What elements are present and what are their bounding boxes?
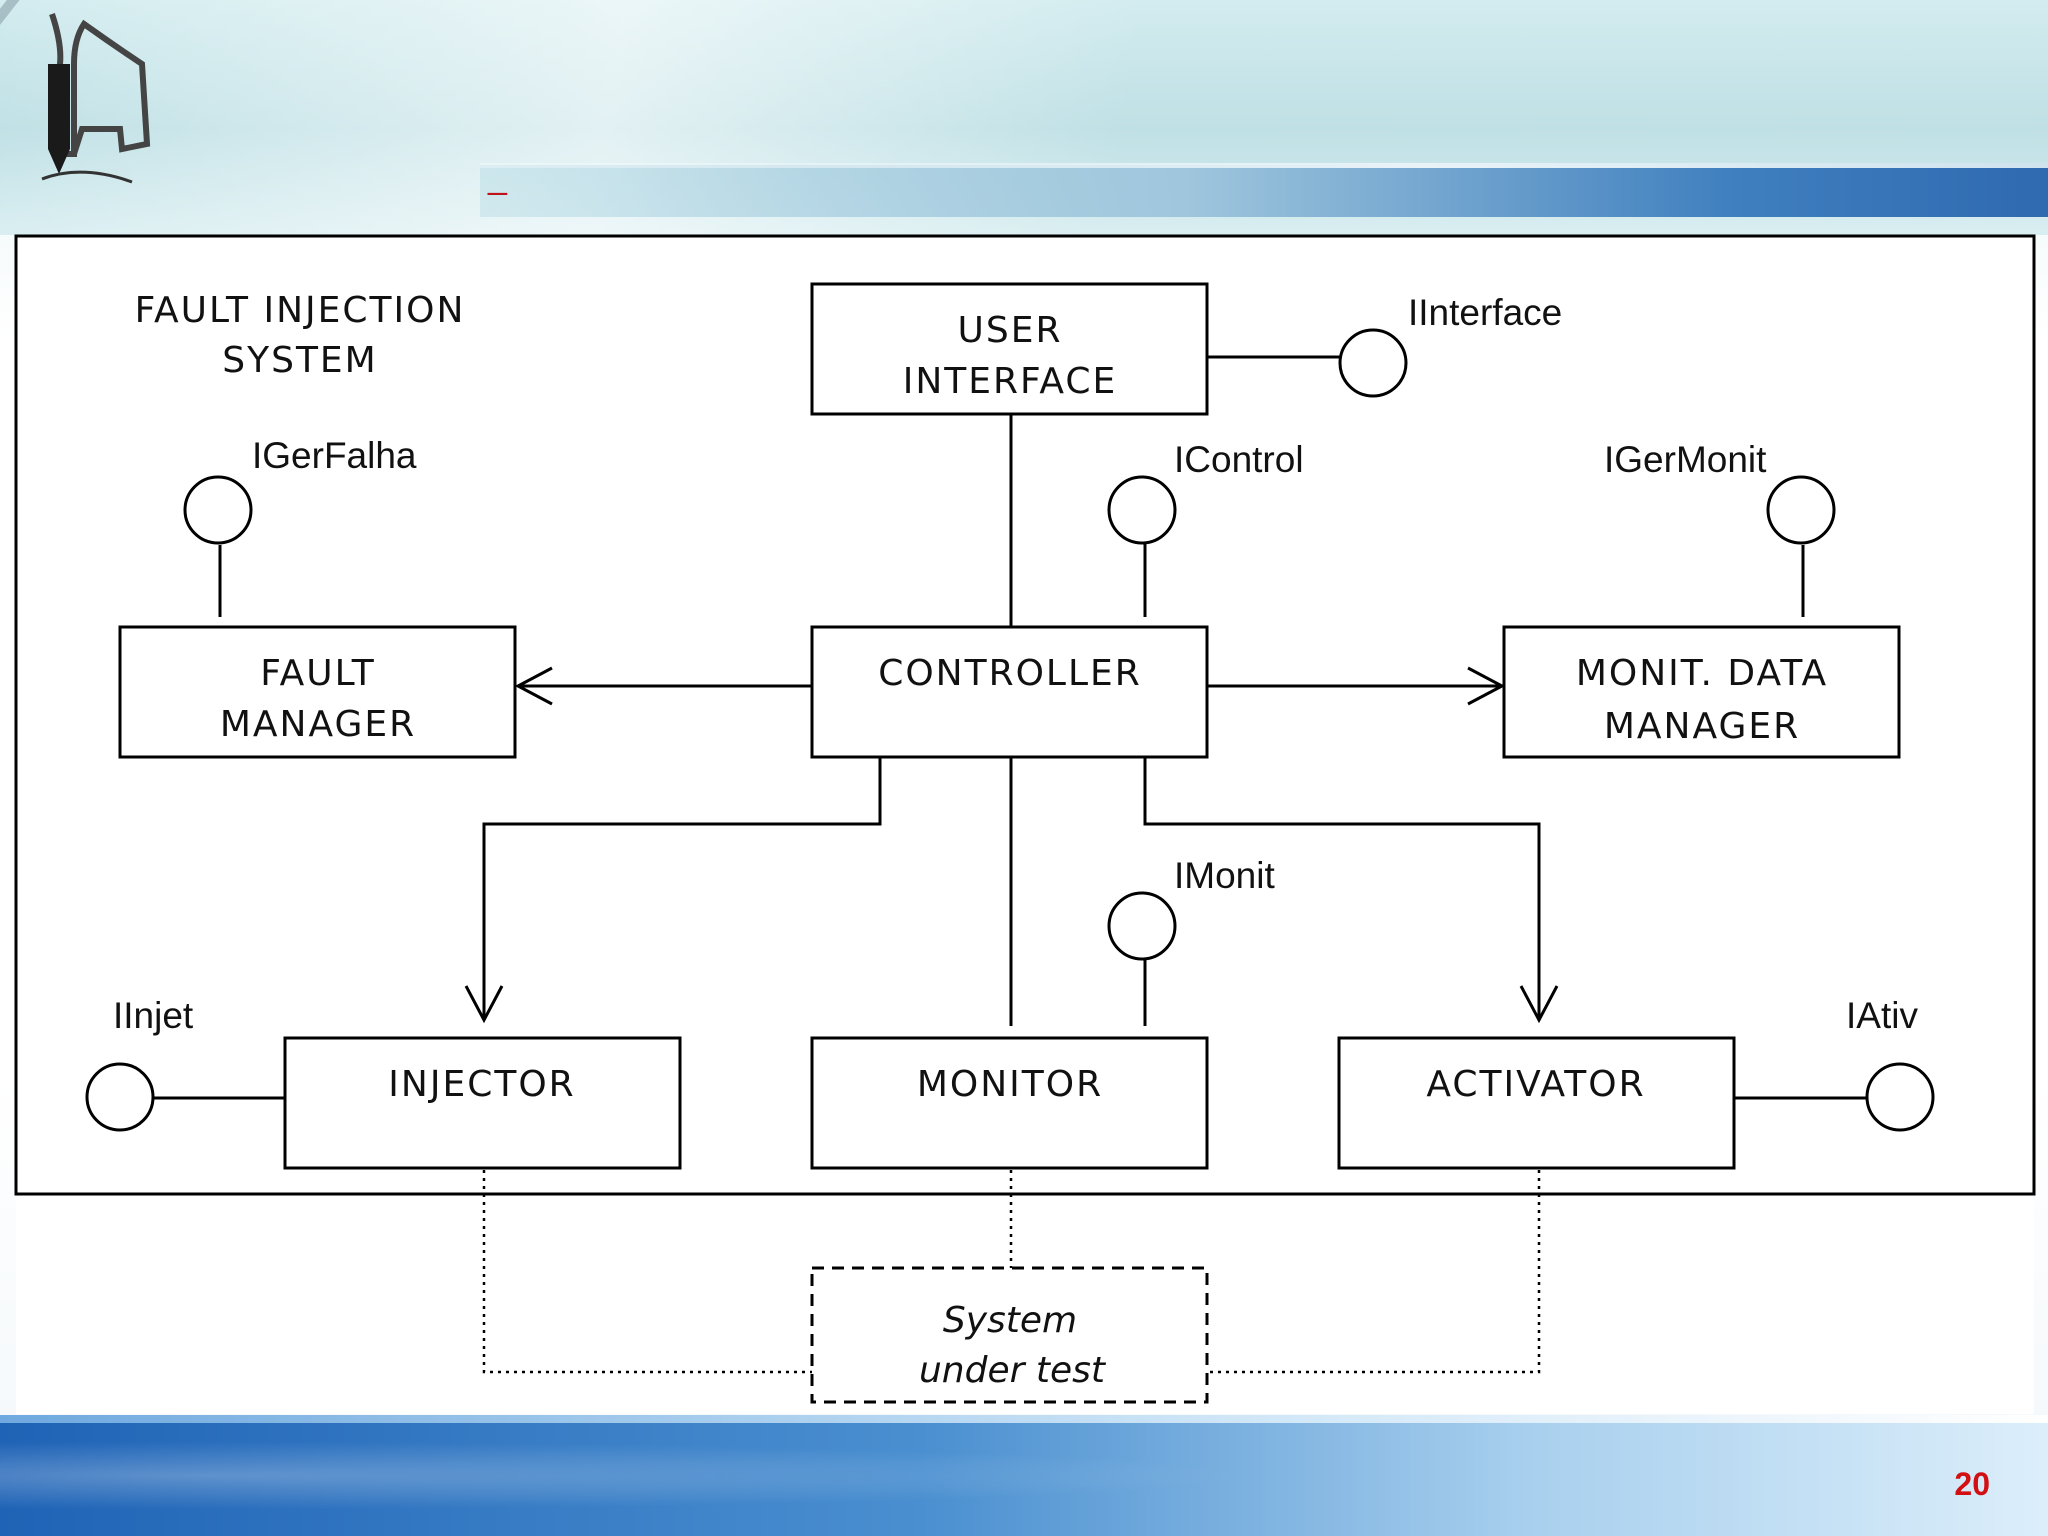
header-band (0, 0, 2048, 235)
system-title-line-1: FAULT INJECTION (135, 290, 466, 331)
igerfalha-port (183, 475, 253, 545)
controller-label: CONTROLLER (878, 653, 1142, 694)
iinterface-port (1338, 328, 1408, 398)
activator-label: ACTIVATOR (1426, 1064, 1645, 1105)
system-under-test-box (810, 1266, 1209, 1404)
connector-lines (152, 355, 1867, 1100)
iativ-port (1865, 1062, 1935, 1132)
controller-box (810, 625, 1209, 759)
monit-data-manager-box (1502, 625, 1901, 759)
university-logo (41, 13, 151, 184)
injector-label: INJECTOR (388, 1064, 575, 1105)
fault-manager-box (118, 625, 517, 759)
page-number: 20 (1954, 1466, 1990, 1502)
footer-band (0, 1415, 2048, 1536)
system-under-test-label-1: System (943, 1300, 1077, 1341)
igermonit-port (1766, 475, 1836, 545)
system-under-test-label-2: under test (919, 1350, 1107, 1391)
imonit-label: IMonit (1174, 855, 1275, 896)
user-interface-label-2: INTERFACE (903, 361, 1118, 402)
monitor-label: MONITOR (917, 1064, 1103, 1105)
monit-data-manager-label-2: MANAGER (1604, 706, 1800, 747)
monitor-box (810, 1036, 1209, 1170)
sut-dotted-links (482, 1170, 1541, 1374)
system-title-line-2: SYSTEM (222, 340, 378, 381)
slide-title-mark: _ (488, 158, 507, 196)
igerfalha-label: IGerFalha (252, 435, 417, 476)
fault-manager-label-2: MANAGER (220, 704, 416, 745)
iativ-label: IAtiv (1846, 995, 1918, 1036)
monit-data-manager-label-1: MONIT. DATA (1576, 653, 1828, 694)
header-rule (480, 163, 2048, 168)
iinjet-label: IInjet (113, 995, 194, 1036)
imonit-port (1107, 891, 1177, 961)
iinjet-port (85, 1062, 155, 1132)
user-interface-label-1: USER (958, 310, 1063, 351)
icontrol-port (1107, 475, 1177, 545)
icontrol-label: IControl (1174, 439, 1304, 480)
fault-manager-label-1: FAULT (260, 653, 375, 694)
iinterface-label: IInterface (1408, 292, 1562, 333)
igermonit-label: IGerMonit (1604, 439, 1767, 480)
user-interface-box (810, 282, 1209, 416)
activator-box (1337, 1036, 1736, 1170)
injector-box (283, 1036, 682, 1170)
